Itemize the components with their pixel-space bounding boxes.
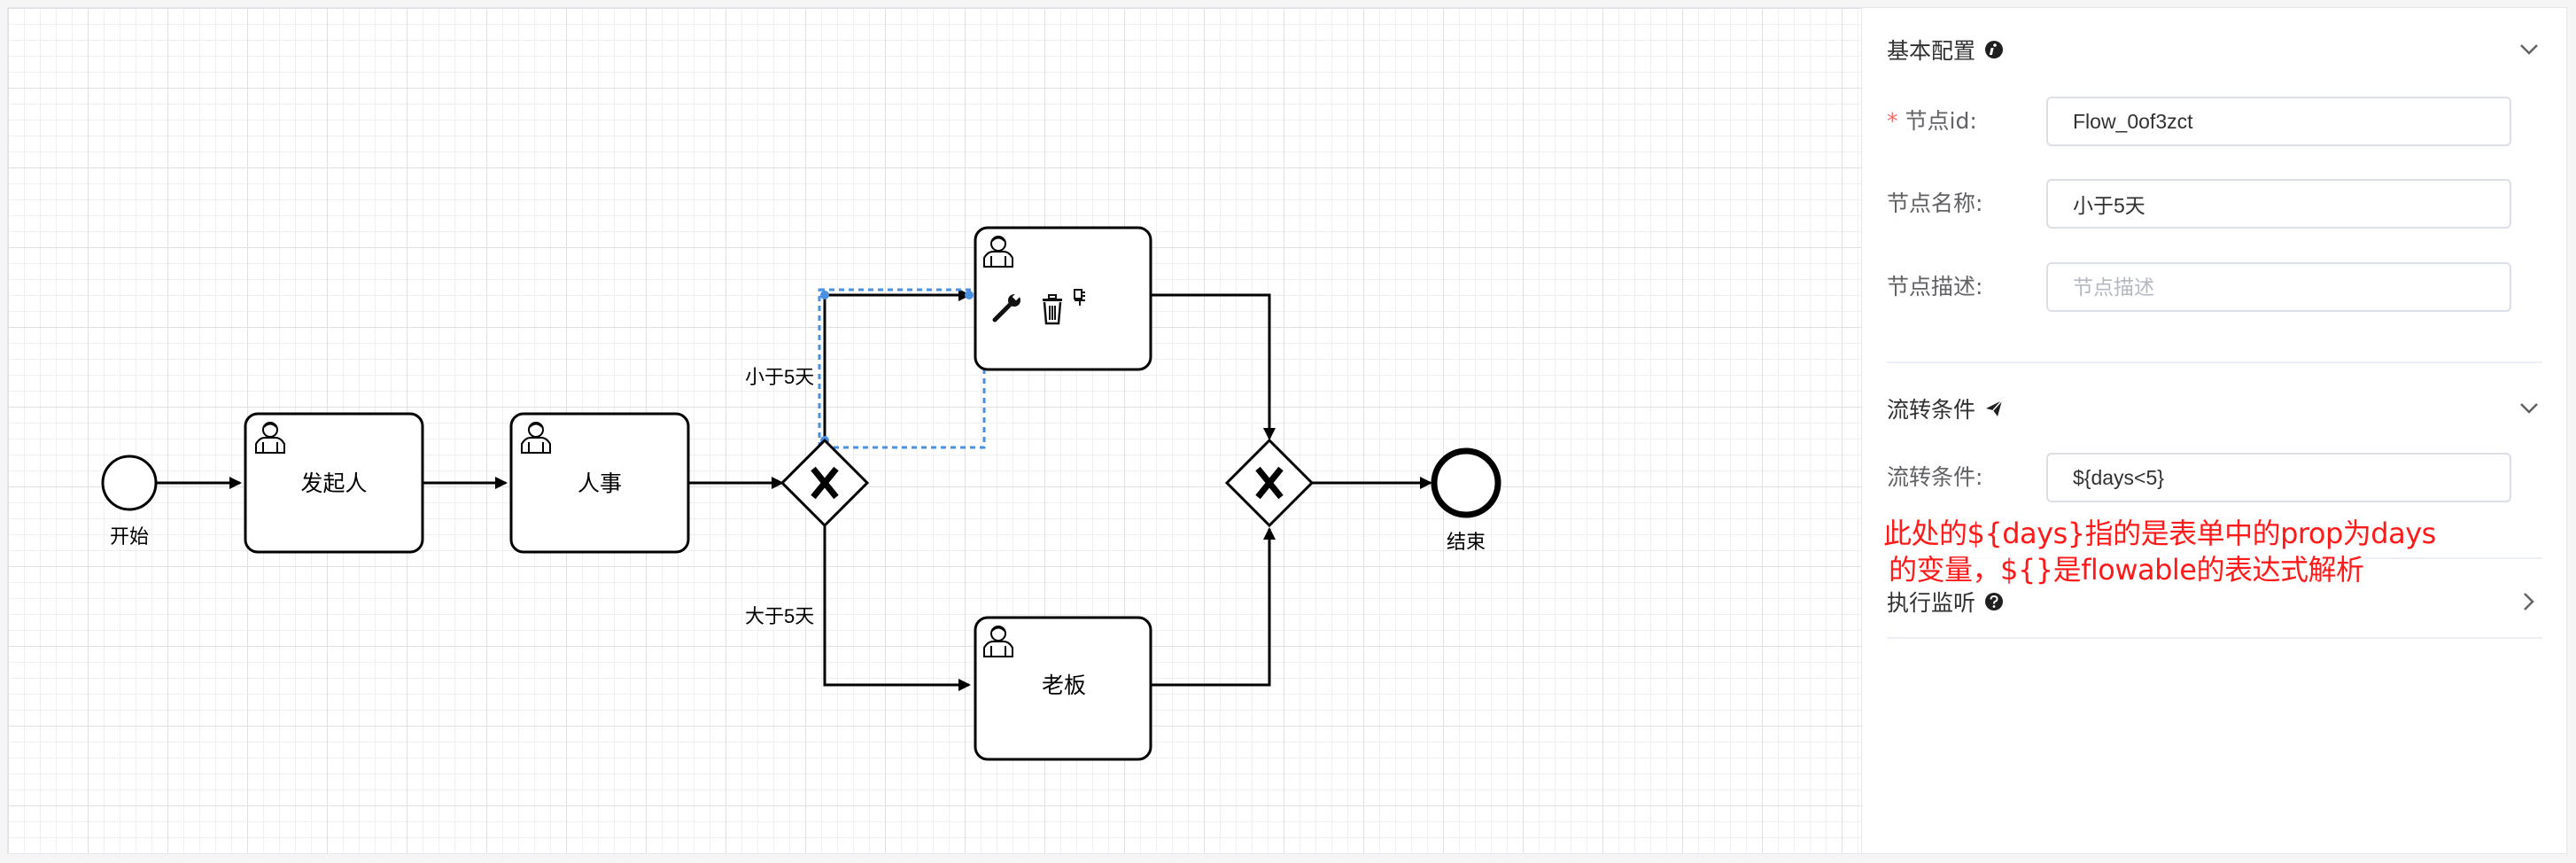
flow-less-5-days-label: 小于5天 bbox=[745, 366, 814, 388]
annotation-line-1: 此处的${days}指的是表单中的prop为days bbox=[1883, 516, 2436, 552]
annotation-note: 此处的${days}指的是表单中的prop为days 的变量，${}是flowa… bbox=[1883, 516, 2521, 588]
node-name-input[interactable] bbox=[2046, 179, 2511, 229]
app-frame: 开始 发起人 人事 小于5天 大于5天 bbox=[7, 7, 2567, 854]
flow-boss-join[interactable] bbox=[1151, 527, 1276, 687]
start-event-label: 开始 bbox=[110, 525, 149, 548]
task-boss-label: 老板 bbox=[1042, 673, 1086, 698]
section-basic-header[interactable]: 基本配置 bbox=[1887, 27, 2542, 72]
section-divider bbox=[1887, 362, 2542, 363]
flow-less-5-days[interactable] bbox=[823, 289, 971, 440]
bpmn-canvas[interactable]: 开始 发起人 人事 小于5天 大于5天 bbox=[8, 8, 1862, 854]
annotation-line-2: 的变量，${}是flowable的表达式解析 bbox=[1883, 552, 2364, 588]
chevron-right-icon[interactable] bbox=[2516, 588, 2542, 615]
send-icon bbox=[1986, 400, 2003, 416]
task-boss[interactable]: 老板 bbox=[974, 616, 1152, 761]
node-desc-label: 节点描述: bbox=[1887, 274, 1983, 299]
field-condition: 流转条件: bbox=[1887, 453, 2542, 502]
field-node-name: 节点名称: bbox=[1887, 179, 2542, 229]
start-event[interactable] bbox=[101, 455, 158, 511]
section-listener-title: 执行监听 bbox=[1887, 590, 1976, 616]
task-upper[interactable] bbox=[974, 226, 1152, 371]
section-listener-header[interactable]: 执行监听 bbox=[1887, 579, 2542, 624]
required-star: * bbox=[1887, 108, 1898, 134]
flow-selection-outline bbox=[818, 288, 986, 449]
flow-upper-task-join[interactable] bbox=[1151, 293, 1276, 440]
section-condition-title: 流转条件 bbox=[1887, 397, 1976, 423]
field-node-id: * 节点id: bbox=[1887, 97, 2542, 146]
task-initiator[interactable]: 发起人 bbox=[244, 412, 424, 554]
exclusive-gateway-join[interactable] bbox=[1224, 438, 1315, 528]
section-divider bbox=[1887, 637, 2542, 639]
section-condition-header[interactable]: 流转条件 bbox=[1887, 386, 2542, 431]
end-event[interactable] bbox=[1431, 447, 1501, 518]
task-hr-label: 人事 bbox=[578, 471, 622, 496]
field-node-desc: 节点描述: bbox=[1887, 262, 2542, 312]
bpmn-diagram[interactable]: 开始 发起人 人事 小于5天 大于5天 bbox=[8, 8, 1861, 854]
node-id-input[interactable] bbox=[2046, 97, 2511, 146]
flow-more-5-days[interactable] bbox=[823, 525, 971, 691]
help-icon bbox=[1985, 593, 2004, 610]
change-type-icon[interactable] bbox=[1074, 289, 1085, 306]
exclusive-gateway-split[interactable] bbox=[780, 438, 870, 528]
sequence-flows[interactable] bbox=[157, 289, 1432, 691]
task-hr[interactable]: 人事 bbox=[509, 412, 690, 554]
info-icon bbox=[1985, 41, 2004, 58]
trash-icon[interactable] bbox=[1043, 294, 1062, 325]
section-basic-title: 基本配置 bbox=[1887, 38, 1976, 64]
flow-more-5-days-label: 大于5天 bbox=[745, 605, 814, 627]
properties-panel: 基本配置 * 节点id: 节点名称: 节点描述: bbox=[1862, 8, 2566, 853]
wrench-icon[interactable] bbox=[992, 292, 1020, 323]
condition-label: 流转条件: bbox=[1887, 464, 1983, 490]
node-id-label: 节点id: bbox=[1905, 108, 1977, 134]
chevron-down-icon[interactable] bbox=[2516, 36, 2542, 63]
chevron-down-icon[interactable] bbox=[2516, 395, 2542, 422]
task-initiator-label: 发起人 bbox=[300, 471, 367, 496]
end-event-label: 结束 bbox=[1447, 531, 1486, 553]
condition-input[interactable] bbox=[2046, 453, 2511, 502]
node-desc-input[interactable] bbox=[2046, 262, 2511, 312]
node-name-label: 节点名称: bbox=[1887, 190, 1983, 216]
